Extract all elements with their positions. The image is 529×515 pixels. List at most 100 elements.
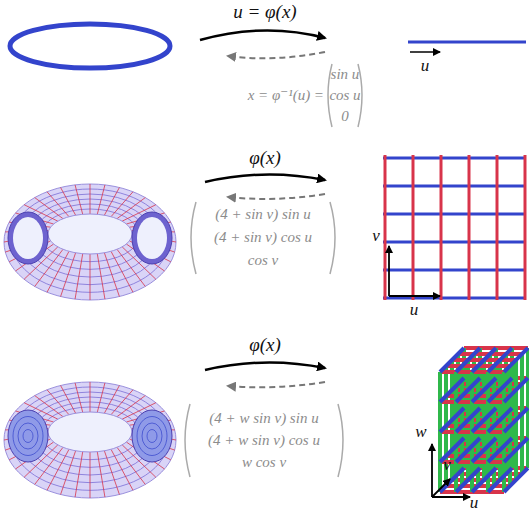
torus-cut-grid <box>142 423 162 449</box>
torus-cut-grid <box>147 430 157 443</box>
solid-torus <box>4 382 176 498</box>
torus-cut-grid <box>18 423 38 449</box>
torus-grid-line <box>41 209 140 262</box>
map-label: φ(x) <box>249 335 281 356</box>
circle-ring <box>10 24 170 68</box>
grid-line-u <box>496 155 499 300</box>
matrix-paren <box>330 202 335 274</box>
torus-grid-line <box>97 452 105 497</box>
matrix-entry: w cos v <box>242 454 286 471</box>
rod-v <box>504 408 528 432</box>
grid-line-v <box>383 297 525 300</box>
inverse-arrow <box>228 194 325 199</box>
axis-label: u <box>421 57 430 76</box>
torus-grid-line <box>111 192 133 217</box>
torus-cut-grid <box>137 417 167 456</box>
matrix-entry: cos u <box>329 87 360 104</box>
torus-grid-line <box>111 251 133 292</box>
torus-grid-line <box>47 449 69 490</box>
torus-hole <box>48 412 132 452</box>
matrix-entry: cos v <box>248 252 278 269</box>
torus-grid-line <box>90 254 91 300</box>
matrix-paren <box>191 202 196 274</box>
torus-grid-line <box>61 253 76 297</box>
torus-grid-line <box>111 390 133 415</box>
rod-v <box>504 468 528 492</box>
axis-label: v <box>443 456 451 475</box>
uv-grid <box>383 155 525 300</box>
matrix-paren <box>185 404 190 477</box>
grid-line-u <box>468 155 471 300</box>
grid-line-v <box>383 241 525 244</box>
torus-grid-line <box>75 383 83 412</box>
matrix-entry: 0 <box>341 108 349 125</box>
torus-grid-line <box>47 192 69 217</box>
torus-grid-line <box>97 383 105 412</box>
torus-cut <box>132 212 172 264</box>
torus-grid-line <box>90 184 91 214</box>
torus-grid-line <box>61 187 76 215</box>
map-label: u = φ(x) <box>233 2 296 23</box>
torus-cut <box>8 212 48 264</box>
torus-hole <box>48 214 132 254</box>
torus-grid-line <box>47 251 69 292</box>
torus-grid-line <box>104 187 119 215</box>
torus-grid-line <box>35 396 63 417</box>
torus-grid-line <box>104 385 119 413</box>
axis-arrow <box>388 246 390 296</box>
grid-line-v <box>383 157 525 160</box>
grid-line-v <box>383 185 525 188</box>
map-arrow <box>205 174 325 182</box>
inverse-arrow <box>228 52 325 58</box>
grid-line-v <box>383 213 525 216</box>
map-label: φ(x) <box>249 148 281 169</box>
axis-arrow <box>432 496 470 498</box>
line-segment <box>408 41 526 44</box>
grid-line-u <box>440 155 443 300</box>
torus-body <box>4 184 176 300</box>
torus-surface <box>4 184 176 300</box>
torus-grid-line <box>61 451 76 495</box>
matrix-paren <box>338 404 343 477</box>
torus-cut-hollow <box>137 217 167 259</box>
grid-line-u <box>412 155 415 300</box>
torus-cut-grid <box>13 417 43 456</box>
rod-v <box>504 348 528 372</box>
map-arrow <box>205 362 325 370</box>
axis-label: u <box>470 494 479 513</box>
axis-arrow <box>431 444 433 497</box>
torus-cut <box>132 410 172 462</box>
axis-arrow <box>389 295 440 297</box>
grid-line-u <box>524 155 527 300</box>
matrix-entry: (4 + sin v) cos u <box>214 229 312 246</box>
map-arrow <box>200 30 325 40</box>
grid-line-u <box>384 155 387 300</box>
matrix-entry: (4 + sin v) sin u <box>215 206 311 223</box>
torus-grid-line <box>117 198 145 219</box>
axis-label: w <box>415 423 426 442</box>
torus-cut <box>8 410 48 462</box>
torus-grid-line <box>90 452 91 498</box>
torus-grid-line <box>104 451 119 495</box>
matrix-entry: (4 + w sin v) sin u <box>209 410 318 427</box>
torus-grid-line <box>41 407 140 460</box>
torus-grid-line <box>75 185 83 214</box>
matrix-entry: (4 + w sin v) cos u <box>208 432 320 449</box>
torus-cut-grid <box>23 430 33 443</box>
axis-arrow <box>410 51 440 53</box>
torus-grid-line <box>47 390 69 415</box>
torus-grid-line <box>111 449 133 490</box>
torus-body <box>4 382 176 498</box>
rod-v <box>504 438 528 462</box>
torus-grid-line <box>75 452 83 497</box>
inverse-arrow <box>228 382 325 387</box>
torus-cut-hollow <box>13 217 43 259</box>
torus-grid-line <box>35 198 63 219</box>
torus-grid-line <box>90 382 91 412</box>
axis-label: v <box>372 227 380 246</box>
axis-arrow <box>432 479 450 497</box>
torus-grid-line <box>61 385 76 413</box>
inverse-formula: x = φ⁻¹(u) = <box>248 87 324 104</box>
matrix-entry: sin u <box>331 66 360 83</box>
grid-line-v <box>383 269 525 272</box>
